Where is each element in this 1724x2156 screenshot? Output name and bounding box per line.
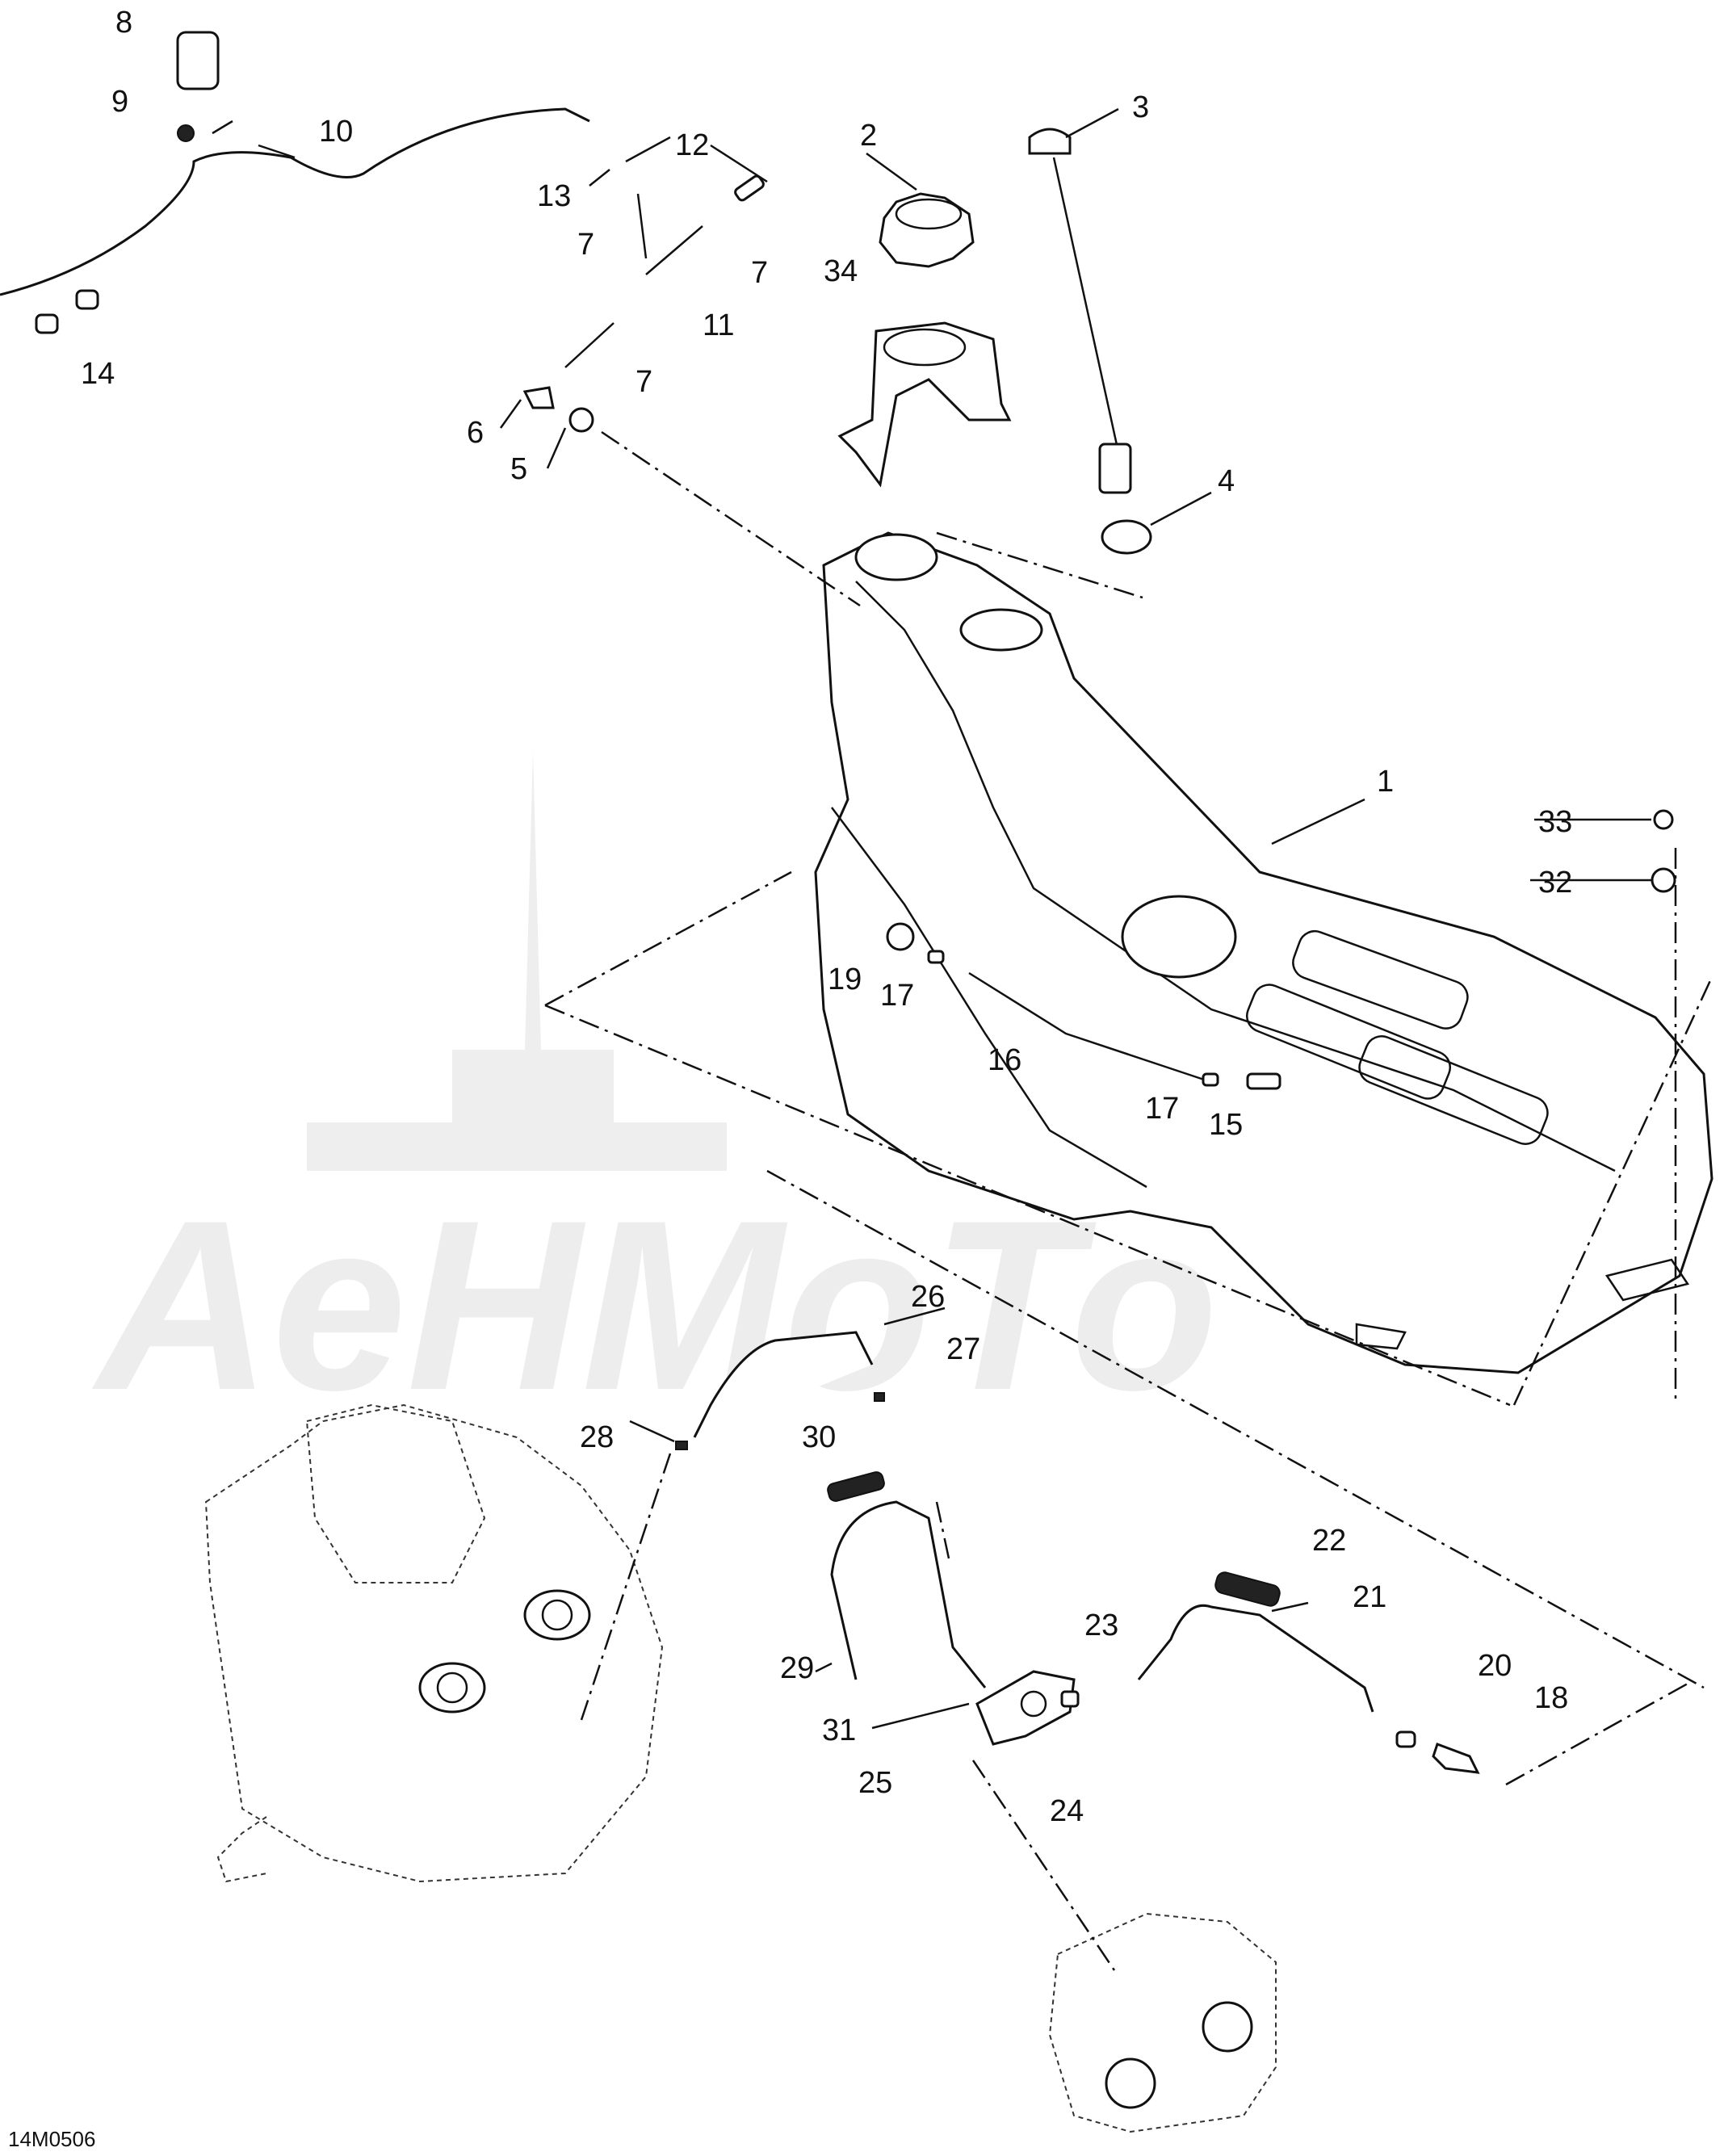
clamp-20 xyxy=(1395,1730,1416,1748)
fuel-hose-16 xyxy=(968,971,1212,1084)
callout-4: 4 xyxy=(1218,464,1235,498)
nut xyxy=(1653,809,1674,830)
callout-17a: 17 xyxy=(880,979,914,1013)
callout-31: 31 xyxy=(822,1713,856,1747)
grommet xyxy=(1101,519,1152,555)
fuel-line-21 xyxy=(1137,1604,1374,1713)
callout-16: 16 xyxy=(988,1043,1021,1077)
rivet xyxy=(177,124,195,142)
callout-7c: 7 xyxy=(635,365,652,399)
fuel-valve xyxy=(975,1670,1076,1746)
engine-assembly xyxy=(204,1403,664,1883)
fuel-cap xyxy=(879,192,975,268)
callout-27: 27 xyxy=(946,1332,980,1366)
spring-22 xyxy=(1214,1571,1281,1607)
leader-lines xyxy=(212,107,1651,1730)
primer-hose xyxy=(693,1331,874,1438)
callout-12: 12 xyxy=(675,128,709,162)
vent-hose xyxy=(0,107,590,296)
callout-29: 29 xyxy=(780,1651,814,1685)
gauge-boss xyxy=(959,608,1043,652)
callout-14: 14 xyxy=(81,357,115,391)
callout-24: 24 xyxy=(1050,1794,1084,1828)
callout-3: 3 xyxy=(1132,90,1149,124)
callout-30: 30 xyxy=(802,1420,836,1454)
callout-17b: 17 xyxy=(1145,1092,1179,1126)
callout-9: 9 xyxy=(111,85,128,119)
carburetor-assembly xyxy=(1048,1912,1277,2133)
watermark-logo: AeHMoTo xyxy=(90,751,1219,1441)
washer xyxy=(1651,867,1676,893)
figure-code: 14M0506 xyxy=(8,2127,95,2151)
callout-34: 34 xyxy=(824,254,858,288)
callout-18: 18 xyxy=(1534,1681,1568,1715)
callout-labels: 1 2 3 4 5 6 7 7 7 8 9 10 11 12 13 14 15 … xyxy=(81,6,1572,1828)
callout-11: 11 xyxy=(703,308,734,342)
callout-1: 1 xyxy=(1377,765,1394,799)
filler-neck xyxy=(854,533,938,581)
pump-plate xyxy=(1121,895,1237,979)
callout-15: 15 xyxy=(1209,1108,1243,1142)
callout-23: 23 xyxy=(1084,1609,1118,1642)
watermark-text: AeHMoTo xyxy=(90,1169,1219,1441)
callout-25: 25 xyxy=(858,1766,892,1800)
callout-19: 19 xyxy=(828,963,862,996)
fuel-tank xyxy=(814,531,1714,1374)
callout-6: 6 xyxy=(467,416,484,450)
fuel-line-29 xyxy=(830,1500,987,1688)
callout-2: 2 xyxy=(860,119,877,153)
callout-26: 26 xyxy=(911,1280,945,1314)
callout-22: 22 xyxy=(1312,1524,1346,1558)
callout-28: 28 xyxy=(580,1420,614,1454)
cap-holder xyxy=(837,321,1012,488)
spring-30 xyxy=(827,1471,885,1502)
fitting-18 xyxy=(1432,1743,1480,1774)
callout-13: 13 xyxy=(537,179,571,213)
callout-10: 10 xyxy=(319,115,353,149)
callout-8: 8 xyxy=(115,6,132,40)
callout-5: 5 xyxy=(510,452,527,486)
callout-32: 32 xyxy=(1538,866,1572,900)
callout-21: 21 xyxy=(1353,1580,1386,1614)
callout-7b: 7 xyxy=(751,256,768,290)
fuel-gauge xyxy=(1028,128,1132,494)
assembly-guides xyxy=(544,430,1714,1971)
callout-20: 20 xyxy=(1478,1649,1512,1683)
vent-cover xyxy=(176,31,220,90)
callout-33: 33 xyxy=(1538,805,1572,839)
callout-7a: 7 xyxy=(577,228,594,262)
